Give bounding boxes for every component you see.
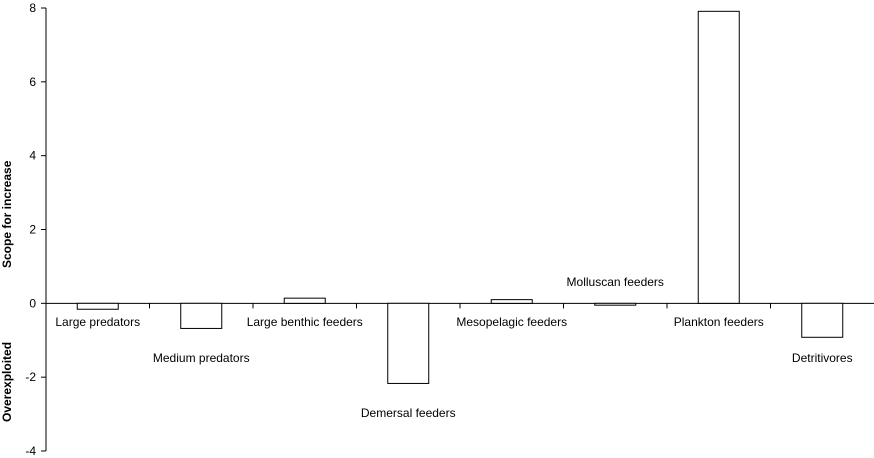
y-tick-label: 6 — [29, 75, 36, 89]
bar — [801, 302, 844, 338]
y-tick-label: 2 — [29, 223, 36, 237]
y-axis-label-bottom: Overexploited — [0, 342, 14, 422]
category-label: Large benthic feeders — [247, 315, 363, 329]
y-tick-label: -4 — [25, 444, 36, 458]
y-tick-label: 8 — [29, 1, 36, 15]
category-label: Detritivores — [792, 351, 853, 365]
y-tick-label: -2 — [25, 370, 36, 384]
bar — [76, 302, 119, 310]
y-axis-label-top: Scope for increase — [0, 160, 14, 268]
category-label: Plankton feeders — [674, 315, 764, 329]
bar — [387, 302, 430, 384]
y-tick-label: 0 — [29, 296, 36, 310]
category-label: Large predators — [55, 315, 140, 329]
category-label: Demersal feeders — [361, 406, 456, 420]
bar — [594, 302, 637, 306]
bar — [283, 297, 326, 304]
category-label: Medium predators — [153, 351, 250, 365]
category-label: Mesopelagic feeders — [456, 315, 567, 329]
category-label: Molluscan feeders — [567, 275, 664, 289]
bar — [697, 10, 740, 304]
y-tick-label: 4 — [29, 149, 36, 163]
bar — [490, 299, 533, 304]
bar — [180, 302, 223, 329]
